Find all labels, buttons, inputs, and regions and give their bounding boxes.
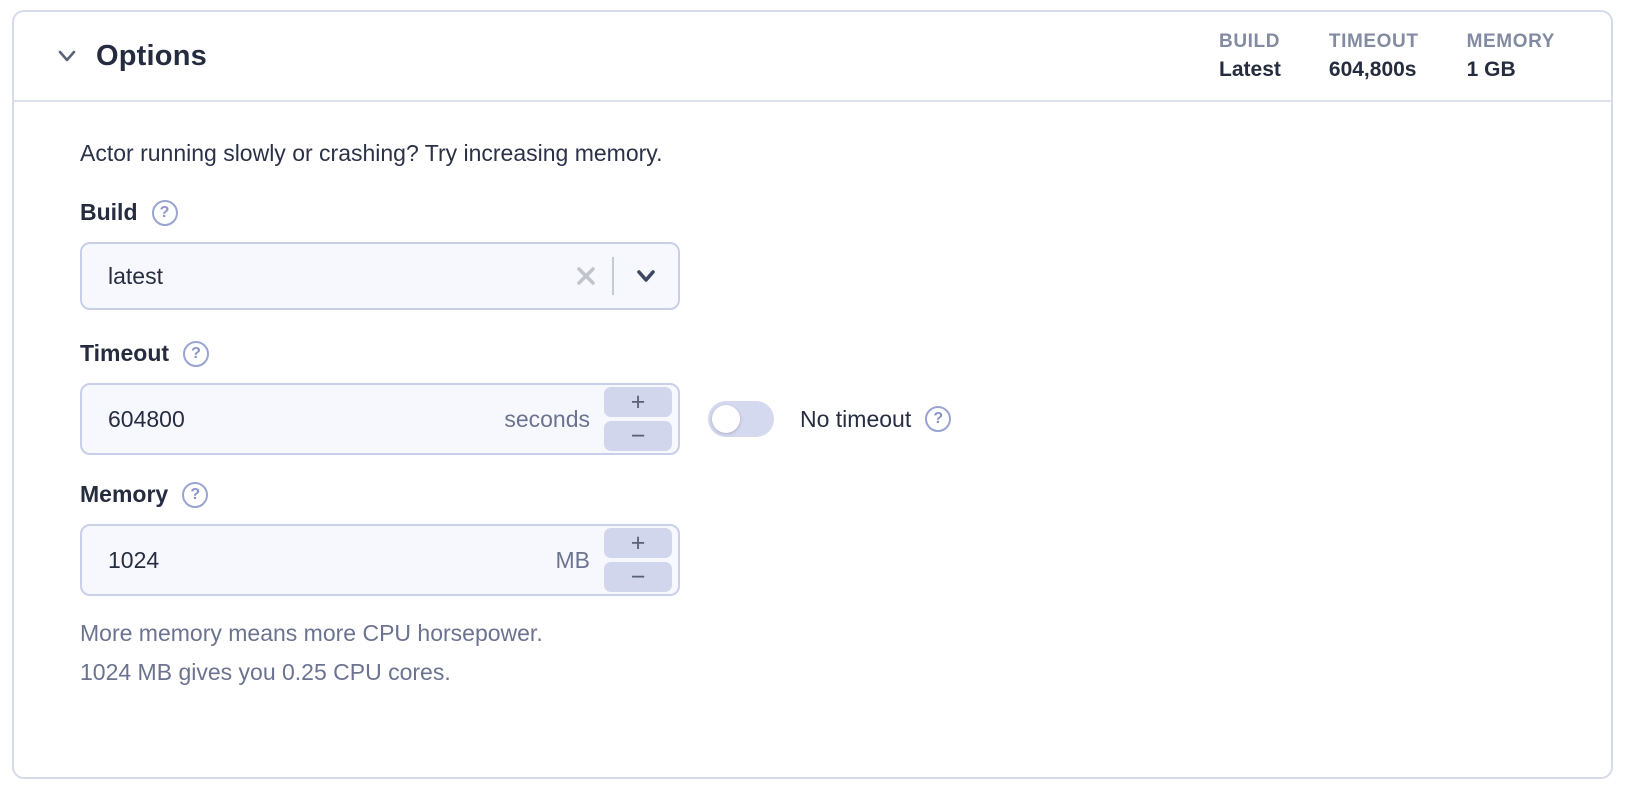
no-timeout-help-icon[interactable]: ? [925,406,952,432]
collapse-chevron-icon[interactable] [52,41,82,71]
options-header[interactable]: Options BUILD Latest TIMEOUT 604,800s ME… [14,12,1611,102]
memory-hint-text: Actor running slowly or crashing? Try in… [80,140,663,166]
build-label: Build [80,199,138,225]
memory-field: MB + − [80,524,680,596]
options-panel: Options BUILD Latest TIMEOUT 604,800s ME… [12,10,1613,779]
stat-timeout-value: 604,800s [1328,57,1417,81]
timeout-label-row: Timeout ? [80,340,1571,367]
build-help-icon[interactable]: ? [151,199,178,226]
build-dropdown-button[interactable] [620,254,672,298]
timeout-unit: seconds [504,405,590,432]
memory-input[interactable] [108,546,556,574]
memory-helper-line-2: 1024 MB gives you 0.25 CPU cores. [80,659,451,685]
build-label-row: Build ? [80,199,1571,226]
memory-unit: MB [555,546,591,573]
build-select-value: latest [108,262,163,289]
stat-build-label: BUILD [1219,30,1281,52]
memory-label-row: Memory ? [80,481,1571,508]
no-timeout-toggle[interactable] [708,401,774,437]
memory-row: MB + − [80,524,1571,596]
chevron-down-icon [637,270,655,282]
memory-label: Memory [80,481,169,507]
memory-helper-line-1: More memory means more CPU horsepower. [80,620,543,646]
stat-timeout-label: TIMEOUT [1328,30,1419,52]
timeout-row: seconds + − No timeout ? [80,383,1571,455]
build-clear-button[interactable] [566,254,606,298]
memory-help-icon[interactable]: ? [182,481,209,508]
timeout-field: seconds + − [80,383,680,455]
stat-memory: MEMORY 1 GB [1467,31,1555,82]
stat-memory-label: MEMORY [1466,30,1555,52]
stat-build-value: Latest [1219,57,1281,81]
memory-decrement-button[interactable]: − [604,562,672,592]
build-select[interactable]: latest [80,242,680,310]
memory-increment-button[interactable]: + [604,528,672,558]
memory-helper-text: More memory means more CPU horsepower. 1… [80,614,1571,692]
x-icon [577,267,595,285]
options-body: Actor running slowly or crashing? Try in… [14,102,1611,692]
toggle-knob [712,405,740,433]
timeout-decrement-button[interactable]: − [604,421,672,451]
stat-build: BUILD Latest [1219,31,1281,82]
timeout-input[interactable] [108,405,505,433]
select-divider [612,257,614,295]
header-stats: BUILD Latest TIMEOUT 604,800s MEMORY 1 G… [1219,31,1555,82]
memory-stepper: + − [604,528,672,592]
timeout-help-icon[interactable]: ? [183,340,210,367]
section-title: Options [96,39,207,72]
timeout-increment-button[interactable]: + [604,387,672,417]
no-timeout-label: No timeout [800,405,912,432]
stat-memory-value: 1 GB [1466,57,1516,81]
timeout-label: Timeout [80,340,170,366]
timeout-stepper: + − [604,387,672,451]
stat-timeout: TIMEOUT 604,800s [1329,31,1419,82]
